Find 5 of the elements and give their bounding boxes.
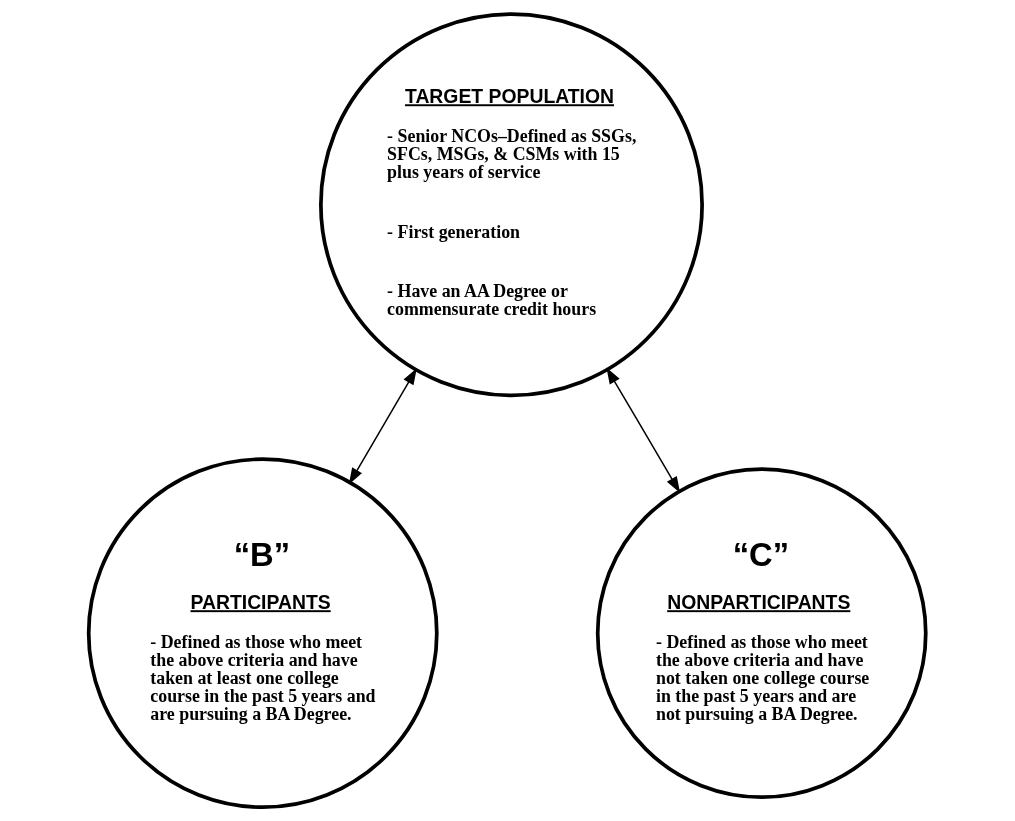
arrow (606, 367, 681, 493)
node-circle: TARGET POPULATION - Senior NCOs–Defined as SSGs, SFCs, MSGs, & CSMs with 15 plus years of service - First generation - Have an AA Degree or commensurate credit hours (319, 12, 704, 398)
node-circle: “B” PARTICIPANTS - Defined as those who meet the above criteria and have taken at least one college course in the past 5 years and are pursuing a BA Degree. (86, 457, 439, 810)
node-circle: “C” NONPARTICIPANTS - Defined as those who meet the above criteria and have not taken one college course in the past 5 years and are not pursuing a BA Degree. (595, 467, 928, 800)
arrow (348, 368, 417, 485)
